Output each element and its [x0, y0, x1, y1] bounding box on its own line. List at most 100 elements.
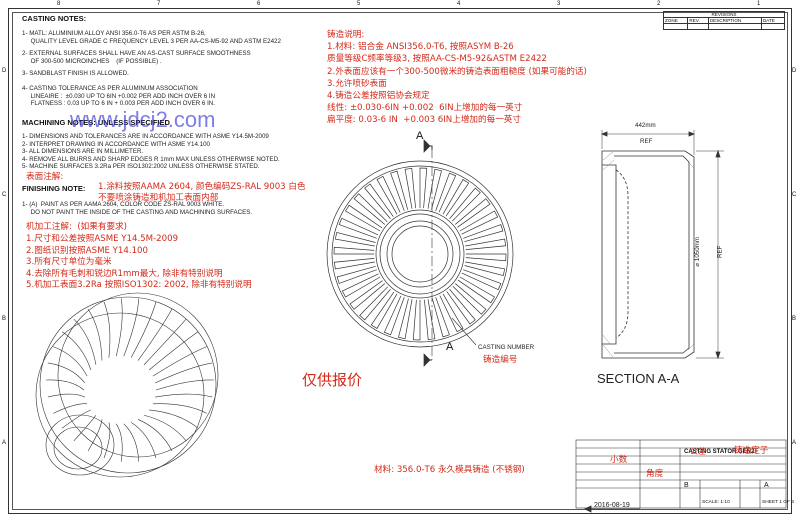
machining-notes-list: 1- DIMENSIONS AND TOLERANCES ARE IN ACCO…: [22, 133, 280, 171]
finish-cn-text: 1.涂料按照AAMA 2604, 颜色编码ZS-RAL 9003 白色 不要喷涂…: [98, 182, 306, 203]
watermark-text: www.jdcj2.com: [70, 107, 216, 132]
stator-fin: [435, 172, 457, 213]
col-label: 2: [657, 1, 661, 7]
drawing-inner-border: [12, 12, 788, 510]
casting-number-label: CASTING NUMBER: [478, 344, 535, 351]
stator-fin: [427, 168, 442, 210]
row-label: D: [2, 68, 7, 74]
casting-number-cn: 铸造编号: [483, 355, 518, 365]
finish-cn-title: 表面注解:: [26, 172, 64, 182]
tolerance-cn: 公差: [690, 447, 706, 456]
width-dimension-ref: REF: [640, 138, 653, 145]
isometric-fin: [123, 298, 140, 357]
row-label: C: [792, 192, 797, 198]
stator-front-view: [326, 139, 514, 367]
isometric-fin: [148, 331, 199, 371]
stator-fin: [370, 291, 398, 329]
section-marker-top: A: [416, 130, 424, 142]
stator-fin: [390, 170, 409, 211]
casting-note-4: 4- CASTING TOLERANCE AS PER ALUMINUM ASS…: [22, 85, 216, 108]
stator-fin: [439, 293, 464, 333]
stator-fin: [461, 269, 502, 291]
isometric-fin: [149, 409, 199, 429]
isometric-fin: [155, 362, 213, 384]
casting-cn-notes: 铸造说明: 1.材料: 铝合金 ANSI356.0-T6, 按照ASYM B-2…: [327, 30, 587, 126]
section-marker-bottom: A: [446, 341, 454, 353]
stator-fin: [457, 276, 495, 304]
stator-fin: [334, 258, 375, 270]
isometric-fin: [103, 301, 111, 358]
finishing-note-list: 1- (A) PAINT AS PER AAMA 2604, COLOR COD…: [22, 201, 253, 216]
isometric-fin: [73, 415, 97, 442]
row-label: C: [2, 192, 7, 198]
diameter-dimension: ⌀ 1050mm: [693, 237, 701, 267]
isometric-fin: [130, 422, 157, 459]
stator-fin: [345, 204, 383, 232]
col-label: 4: [457, 1, 461, 7]
isometric-fin: [47, 362, 86, 384]
row-label: B: [2, 316, 7, 322]
diameter-dimension-ref: REF: [716, 245, 724, 258]
stator-fin: [464, 261, 506, 276]
isometric-fin: [61, 331, 92, 371]
machining-cn-title: 机加工注解: (如果有要求): [26, 222, 128, 232]
stator-fin: [419, 167, 428, 209]
stator-fin: [463, 224, 504, 243]
section-a-a-view: [600, 130, 724, 360]
stator-fin: [364, 183, 394, 219]
angle-cn: 角度: [646, 469, 664, 479]
stator-fin: [398, 298, 413, 340]
isometric-fin: [45, 379, 85, 391]
isometric-fin: [47, 393, 85, 398]
stator-fin: [353, 193, 388, 225]
isometric-fin: [115, 298, 123, 357]
scale-label: SCALE: 1:10: [702, 500, 730, 505]
stator-fin: [465, 253, 507, 262]
finishing-note-title: FINISHING NOTE:: [22, 184, 86, 193]
stator-fin: [341, 273, 381, 298]
sheet-label: SHEET 1 OF 3: [762, 500, 794, 505]
isometric-fin: [137, 308, 173, 361]
stator-fin: [376, 175, 401, 215]
material-cn-note: 材料: 356.0-T6 永久模具铸造 (不锈钢): [374, 465, 525, 475]
revisions-table: REVISIONS ZONE REV. DESCRIPTION DATE: [662, 11, 786, 30]
casting-note-2: 2- EXTERNAL SURFACES SHALL HAVE AN AS-CA…: [22, 50, 251, 65]
isometric-fin: [155, 379, 215, 391]
stator-fin: [465, 238, 506, 250]
drawing-border: [8, 8, 792, 514]
stator-fin: [424, 299, 436, 340]
isometric-fin: [155, 393, 213, 398]
rev-label: A: [764, 482, 769, 489]
stator-fin: [412, 299, 421, 341]
isometric-fin: [87, 419, 103, 452]
isometric-fin: [53, 403, 88, 414]
isometric-fin: [143, 318, 187, 365]
stator-fin: [338, 217, 379, 239]
col-label: 8: [57, 1, 61, 7]
row-label: A: [2, 440, 7, 446]
stator-fin: [459, 210, 499, 235]
isometric-fin: [152, 403, 207, 414]
isometric-fin: [130, 301, 157, 358]
isometric-fin: [137, 419, 173, 452]
stator-fin: [336, 265, 377, 284]
date-stamp: 2016-08-19: [594, 502, 630, 509]
isometric-fin: [152, 346, 207, 377]
isometric-fin: [123, 423, 140, 462]
casting-note-3: 3- SANDBLAST FINISH IS ALLOWED.: [22, 70, 129, 77]
stator-fin: [455, 198, 491, 228]
title-block-title: CASTING STATOR GEN2+: [684, 449, 758, 455]
col-label: 3: [557, 1, 561, 7]
machining-cn-list: 1.尺寸和公差按照ASME Y14.5M-2009 2.图纸识别按照ASME Y…: [26, 234, 252, 291]
stator-fin: [334, 232, 376, 247]
col-label: 7: [157, 1, 161, 7]
stator-fin: [442, 179, 470, 217]
isometric-fin: [87, 308, 103, 361]
quote-only-label: 仅供报价: [302, 371, 363, 389]
stator-fin: [383, 295, 405, 336]
stator-fin: [431, 297, 450, 338]
stator-fin: [349, 280, 385, 310]
width-dimension: 442mm: [635, 122, 656, 129]
size-label: B: [684, 482, 689, 489]
